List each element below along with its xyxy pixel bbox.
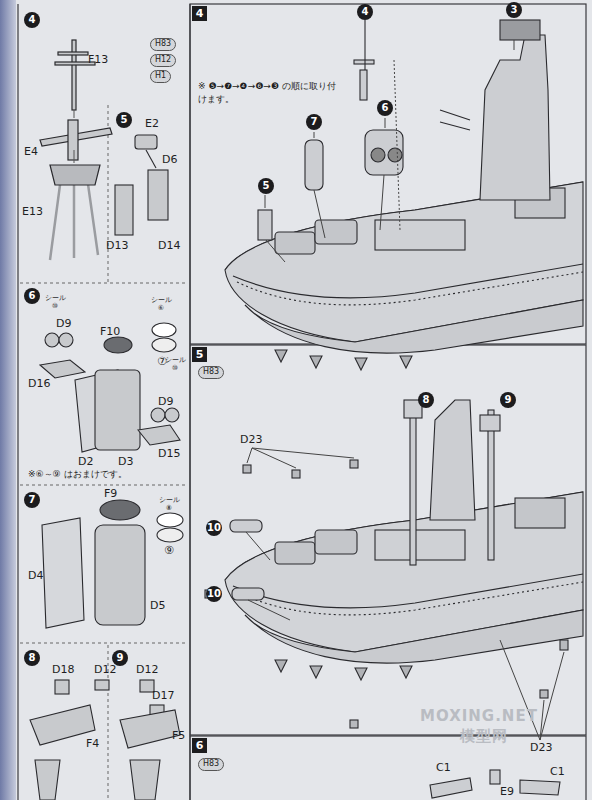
sticker-label: シール ⑥ — [150, 296, 172, 313]
color-code: H83 — [198, 366, 224, 379]
callout-number: 3 — [506, 2, 522, 18]
callout-number: 4 — [24, 12, 40, 28]
part-number: D3 — [118, 456, 133, 468]
watermark: MOXING.NET — [420, 708, 538, 725]
part-number: D4 — [28, 570, 43, 582]
part-number: F4 — [86, 738, 99, 750]
callout-number: 8 — [418, 392, 434, 408]
callout-number: 7 — [306, 114, 322, 130]
part-number: D5 — [150, 600, 165, 612]
callout-number: 6 — [377, 100, 393, 116]
part-number: D17 — [152, 690, 174, 702]
part-number: D23 — [240, 434, 262, 446]
part-number: F5 — [172, 730, 185, 742]
part-number: D9 — [158, 396, 173, 408]
assembly-note: ※⑥～⑨ はおまけです。 — [28, 468, 168, 481]
part-number: D14 — [158, 240, 180, 252]
sticker-label: シール ⑩ — [44, 294, 66, 311]
part-number: E9 — [500, 786, 514, 798]
callout-number: 9 — [500, 392, 516, 408]
part-number: D18 — [52, 664, 74, 676]
part-number: D6 — [162, 154, 177, 166]
part-number: D23 — [530, 742, 552, 754]
part-number: F10 — [100, 326, 120, 338]
part-number: E13 — [22, 206, 43, 218]
part-number: F9 — [104, 488, 117, 500]
assembly-note: ※ ❺→❼→❹→❻→❸ の順に取り付けます。 — [198, 80, 338, 105]
part-number: D12 — [94, 664, 116, 676]
part-number: D13 — [106, 240, 128, 252]
step-number: 5 — [192, 347, 207, 362]
part-number: D9 — [56, 318, 71, 330]
color-code: H1 — [150, 70, 171, 83]
callout-number: 4 — [357, 4, 373, 20]
sticker-label: シール ⑩ — [164, 356, 186, 373]
part-number: F13 — [88, 54, 108, 66]
step-number: 4 — [192, 6, 207, 21]
sticker-label: シール ⑧ — [158, 496, 180, 513]
step-number: 6 — [192, 738, 207, 753]
color-code: H83 — [150, 38, 176, 51]
callout-number: 6 — [24, 288, 40, 304]
part-number: D12 — [136, 664, 158, 676]
part-number: C1 — [550, 766, 565, 778]
part-number: C1 — [436, 762, 451, 774]
color-code: H83 — [198, 758, 224, 771]
callout-number: 10 — [206, 520, 222, 536]
callout-number: 8 — [24, 650, 40, 666]
part-number: D15 — [158, 448, 180, 460]
part-number: D16 — [28, 378, 50, 390]
part-number: E2 — [145, 118, 159, 130]
color-code: H12 — [150, 54, 176, 67]
part-number: ⑨ — [164, 545, 174, 557]
watermark: 模型网 — [460, 728, 508, 745]
part-number: E4 — [24, 146, 38, 158]
callout-number: 5 — [116, 112, 132, 128]
part-number: D2 — [78, 456, 93, 468]
callout-number: 10 — [206, 586, 222, 602]
callout-number: 5 — [258, 178, 274, 194]
callout-number: 7 — [24, 492, 40, 508]
